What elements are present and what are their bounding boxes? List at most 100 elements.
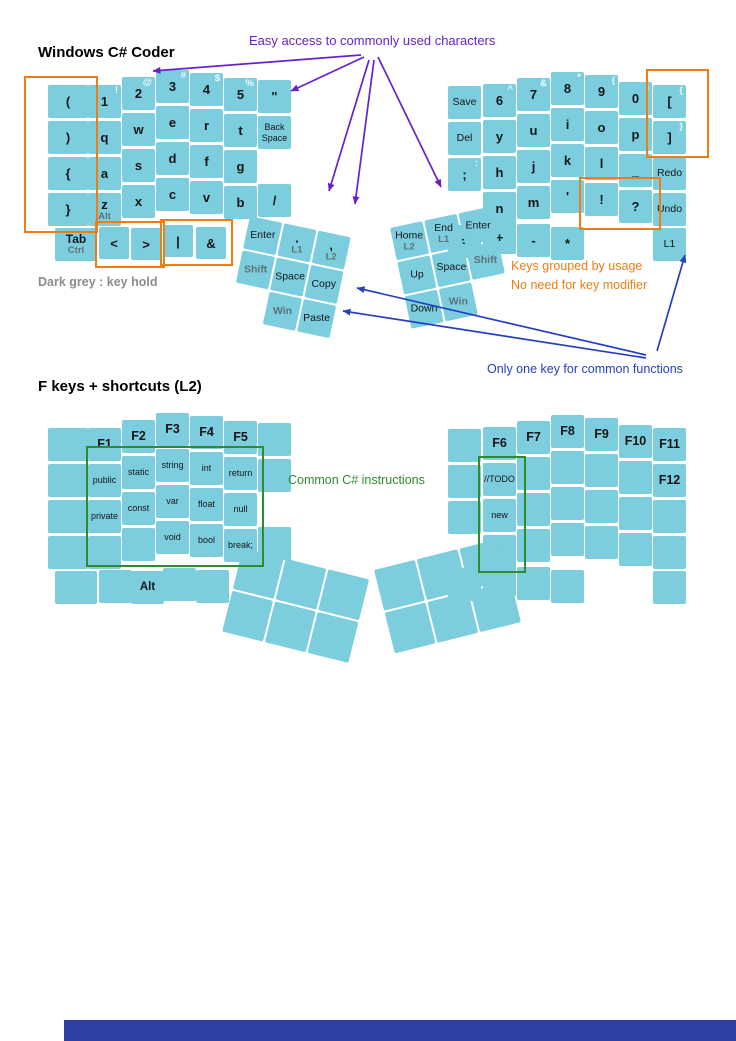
key-c: c: [156, 178, 189, 211]
key-content: F12: [659, 474, 681, 487]
key-apostrophe: ': [551, 180, 584, 213]
key-content: 8: [564, 82, 571, 95]
key-content: 9: [598, 85, 605, 98]
key-label: null: [233, 504, 248, 514]
key-content: L1: [664, 239, 676, 250]
key-blank: [517, 493, 550, 526]
key-label: 3: [168, 79, 177, 94]
key-label: i: [565, 117, 570, 132]
key-content: Shift: [244, 264, 267, 276]
key-label: F6: [492, 436, 507, 451]
key-content: !: [599, 193, 603, 206]
key-label: e: [168, 115, 177, 130]
key-blank: [585, 454, 618, 487]
key-redo: Redo: [653, 157, 686, 190]
key-blank: [163, 568, 196, 601]
key-content: int: [202, 464, 212, 473]
key-f: f: [190, 145, 223, 178]
key-label: break;: [227, 540, 253, 550]
key-content: v: [203, 191, 210, 204]
key-content: .L1: [291, 230, 302, 255]
key-8: 8*: [551, 72, 584, 105]
key-label: static: [127, 467, 149, 477]
key-int: int: [190, 452, 223, 485]
key-content: F6: [492, 437, 507, 450]
key-save: Save: [448, 86, 481, 119]
key-enter: Enter: [243, 216, 283, 256]
key-content: <: [110, 237, 118, 250]
key-blank: [384, 602, 436, 654]
key-label: j: [531, 159, 536, 174]
key-label: Up: [410, 268, 424, 281]
key-content: q: [101, 131, 109, 144]
key-content: |: [176, 235, 180, 248]
key-label: Win: [272, 305, 292, 318]
key-label: 2: [134, 86, 143, 101]
key-label: Home: [395, 229, 424, 242]
key-paren-open: (: [48, 85, 88, 118]
key-label: F5: [233, 430, 248, 445]
key-content: x: [135, 195, 142, 208]
key-blank: [551, 451, 584, 484]
note-keys-grouped: Keys grouped by usage: [511, 259, 643, 273]
key-blank: [275, 558, 327, 610]
key-content: /: [273, 194, 277, 207]
key-content: bool: [198, 536, 215, 545]
highlight-box-square-brackets: [646, 69, 709, 158]
key-content: s: [135, 159, 142, 172]
key-content: F4: [199, 426, 214, 439]
key-content: k: [564, 154, 571, 167]
key-blank: [55, 571, 97, 604]
key-comma: ,L2: [311, 230, 351, 270]
key-minus: -: [517, 224, 550, 257]
key-win: Win: [438, 282, 478, 322]
highlight-box-pipe-ampersand: [160, 219, 233, 266]
key-content: Down: [411, 303, 438, 315]
key-w: w: [122, 113, 155, 146]
key-shift-label: !: [114, 85, 118, 96]
key-label: 1: [100, 94, 109, 109]
key-content: {: [65, 167, 70, 180]
key-content: Paste: [303, 312, 330, 324]
key-blank: [619, 533, 652, 566]
key-1: 1!: [88, 85, 121, 118]
key-content: Shift: [474, 254, 497, 266]
key-i: i: [551, 108, 584, 141]
key-o: o: [585, 111, 618, 144]
key-label: _: [631, 163, 640, 178]
key-blank: [619, 461, 652, 494]
key-content: null: [233, 505, 247, 514]
key-label: {: [65, 166, 71, 181]
key-label: void: [164, 532, 181, 542]
key-content: string: [161, 461, 183, 470]
key-label: y: [495, 129, 504, 144]
key-content: }: [65, 203, 70, 216]
key-content: g: [237, 160, 245, 173]
key-blank: [48, 464, 88, 497]
key-content: y: [496, 130, 503, 143]
key-label: 5: [236, 87, 245, 102]
key-quote: ": [258, 80, 291, 113]
page-title: Windows C# Coder: [38, 44, 175, 61]
key-hold-label: L2: [325, 251, 337, 263]
key-content: float: [198, 500, 215, 509]
key-6: 6^: [483, 84, 516, 117]
key-f10: F10: [619, 425, 652, 458]
key-content: ': [566, 190, 569, 203]
highlight-box-csharp-keywords-left: [86, 446, 264, 567]
key-content: a: [101, 167, 108, 180]
key-content: +: [496, 231, 504, 244]
key-label: w: [133, 122, 144, 137]
highlight-box-excl-question: [579, 177, 661, 230]
key-shift-label: %: [245, 78, 254, 89]
key-content: ]: [667, 131, 671, 144]
key-content: return: [229, 469, 253, 478]
key-f11: F11: [653, 428, 686, 461]
key-content: d: [169, 152, 177, 165]
key-label: F10: [624, 434, 647, 449]
key-blank: [318, 569, 370, 621]
note-one-key-functions: Only one key for common functions: [487, 362, 683, 376]
